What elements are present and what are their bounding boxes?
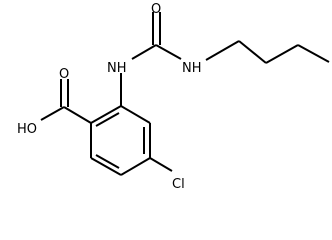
bond-ring-c5-c6 xyxy=(90,157,122,176)
label-hydroxyl: HO xyxy=(17,122,37,137)
label-chlorine: Cl xyxy=(172,177,185,192)
bond-urea-c-nh-right xyxy=(155,44,182,60)
label-nh-right: NH xyxy=(182,61,202,76)
bond-butyl3-butyl4 xyxy=(297,44,330,63)
bond-ring-inner-2 xyxy=(95,154,120,169)
bond-ring-c1-c2 xyxy=(90,105,122,124)
bond-ring-cl xyxy=(149,157,173,172)
bond-acid-hydroxyl xyxy=(40,106,65,121)
bond-ring-c2-c3 xyxy=(120,105,151,124)
bond-butyl1-butyl2 xyxy=(238,40,267,64)
label-nh-left: NH xyxy=(107,61,127,76)
bond-urea-c-nh-left xyxy=(131,44,157,60)
molecule-structure: O NH NH O HO Cl xyxy=(17,2,330,192)
bond-ring-acid-c xyxy=(63,106,92,124)
bond-butyl2-butyl3 xyxy=(265,44,299,64)
label-oxygen-acid: O xyxy=(59,67,69,82)
label-oxygen-urea: O xyxy=(151,2,161,17)
bond-ring-inner-3 xyxy=(95,112,120,127)
bond-ring-c4-c5 xyxy=(120,157,151,176)
bond-nh-butyl1 xyxy=(205,40,240,61)
